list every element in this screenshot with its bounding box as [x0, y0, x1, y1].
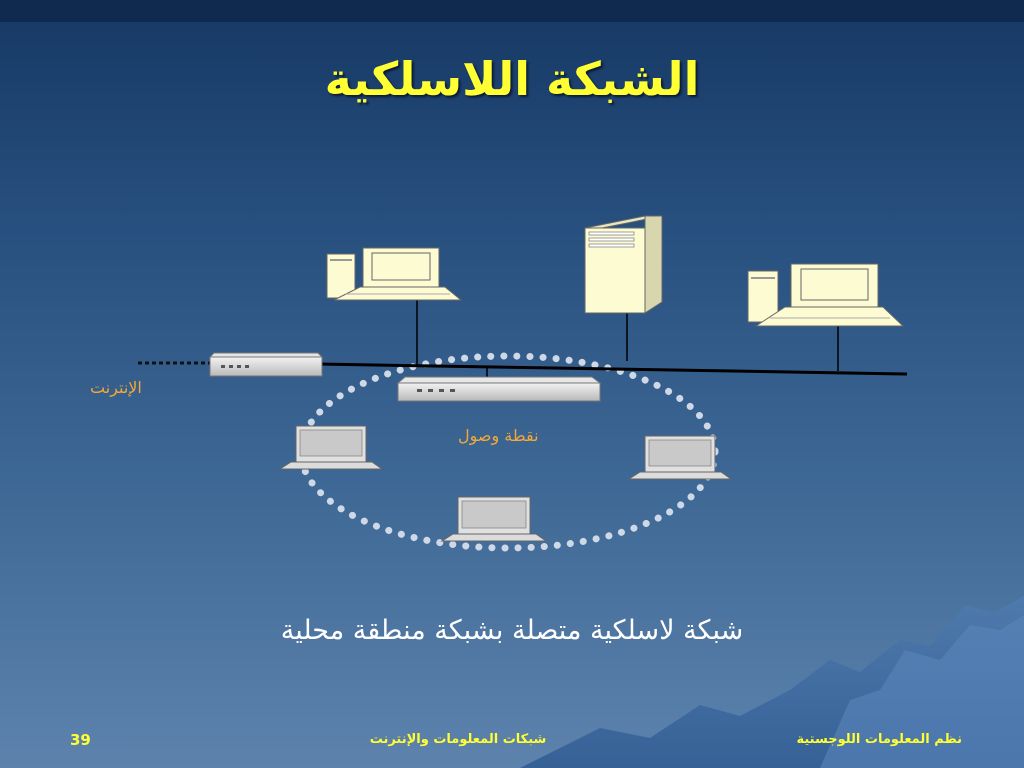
footer-right-text: نظم المعلومات اللوجستية — [796, 732, 962, 747]
slide-number: 39 — [70, 731, 91, 749]
access-point-icon — [396, 376, 602, 402]
slide-title: الشبكة اللاسلكية — [324, 52, 700, 106]
laptop-icon — [278, 425, 384, 470]
access-point-label: نقطة وصول — [458, 426, 539, 445]
router-icon — [208, 352, 324, 377]
internet-label: الإنترنت — [90, 378, 142, 397]
mountain-decoration-back — [820, 615, 1024, 768]
laptop-icon-right — [627, 435, 733, 480]
diagram-caption: شبكة لاسلكية متصلة بشبكة منطقة محلية — [280, 615, 744, 646]
top-bar — [0, 0, 1024, 22]
desktop-computer-icon — [326, 247, 463, 301]
footer-center-text: شبكات المعلومات والإنترنت — [369, 732, 547, 747]
laptop-icon-bottom — [440, 496, 548, 542]
desktop-computer-icon-right — [747, 263, 905, 327]
server-tower-icon — [584, 215, 663, 314]
lan-backbone-line — [317, 362, 908, 376]
